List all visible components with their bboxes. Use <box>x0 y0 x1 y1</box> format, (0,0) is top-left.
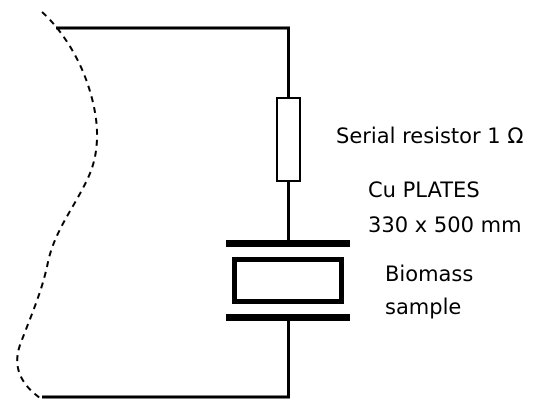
plates-label-line2: 330 x 500 mm <box>368 213 522 237</box>
sample-label-line2: sample <box>385 295 461 319</box>
plates-label-line1: Cu PLATES <box>368 178 480 202</box>
top-plate <box>226 240 350 247</box>
sample-label-line1: Biomass <box>385 262 473 286</box>
bottom-plate <box>226 314 350 321</box>
resistor-label: Serial resistor 1 Ω <box>336 124 523 148</box>
resistor <box>276 97 301 182</box>
biomass-sample <box>232 257 344 304</box>
dashed-boundary <box>16 11 98 399</box>
